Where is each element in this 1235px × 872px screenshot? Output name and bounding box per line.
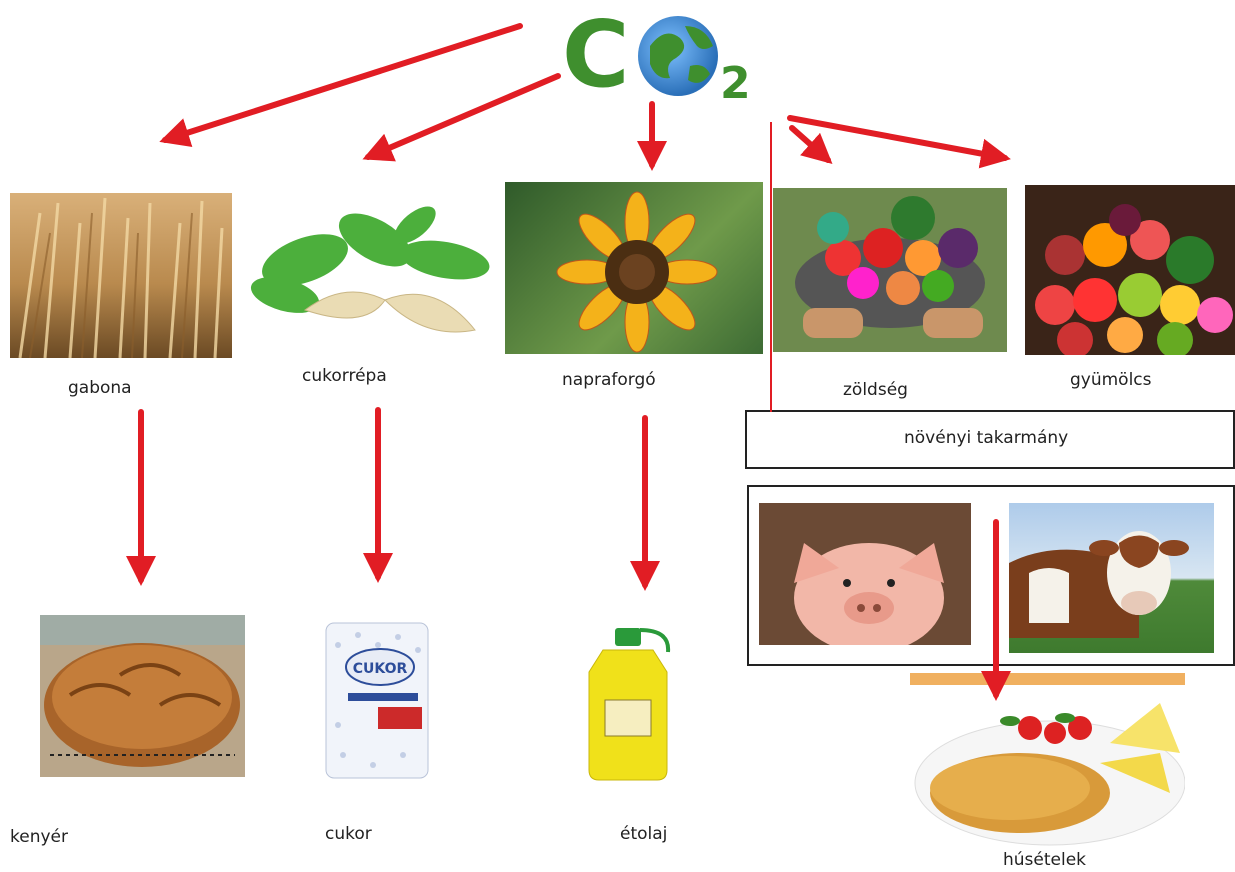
label-cukor: cukor xyxy=(325,824,372,844)
sugar-brand: CUKOR xyxy=(353,661,408,677)
vegetables-image xyxy=(773,188,1007,352)
label-gyumolcs: gyümölcs xyxy=(1070,370,1152,390)
feed-label: növényi takarmány xyxy=(904,428,1069,448)
oil-bottle-image xyxy=(565,600,690,788)
label-gabona: gabona xyxy=(68,378,132,398)
label-etolaj: étolaj xyxy=(620,824,668,844)
arrow-co2-to-zoldseg xyxy=(789,125,833,164)
sugar-beet-image xyxy=(245,200,505,350)
wheat-image xyxy=(10,193,232,358)
logo-c: C xyxy=(562,6,630,106)
label-kenyer: kenyér xyxy=(10,827,68,847)
label-husetelek: húsételek xyxy=(1003,850,1087,870)
pig-image xyxy=(759,503,971,645)
schnitzel-image xyxy=(910,673,1185,851)
logo-subscript: 2 xyxy=(720,58,751,106)
sugar-package-image: CUKOR xyxy=(318,615,436,783)
label-napraforgo: napraforgó xyxy=(562,370,656,390)
arrow-co2-to-gabona xyxy=(159,23,523,147)
co2-logo: C 2 xyxy=(560,1,770,109)
animals-box xyxy=(747,485,1235,666)
arrow-co2-to-cukorrepa xyxy=(362,73,561,162)
label-zoldseg: zöldség xyxy=(843,380,908,400)
fruits-image xyxy=(1025,185,1235,355)
arrow-co2-to-gyumolcs xyxy=(787,115,1011,169)
cow-image xyxy=(1009,503,1214,653)
feed-box: növényi takarmány xyxy=(745,410,1235,469)
sunflower-image xyxy=(505,182,763,354)
bread-image xyxy=(40,615,245,777)
label-cukorrepa: cukorrépa xyxy=(302,366,387,386)
